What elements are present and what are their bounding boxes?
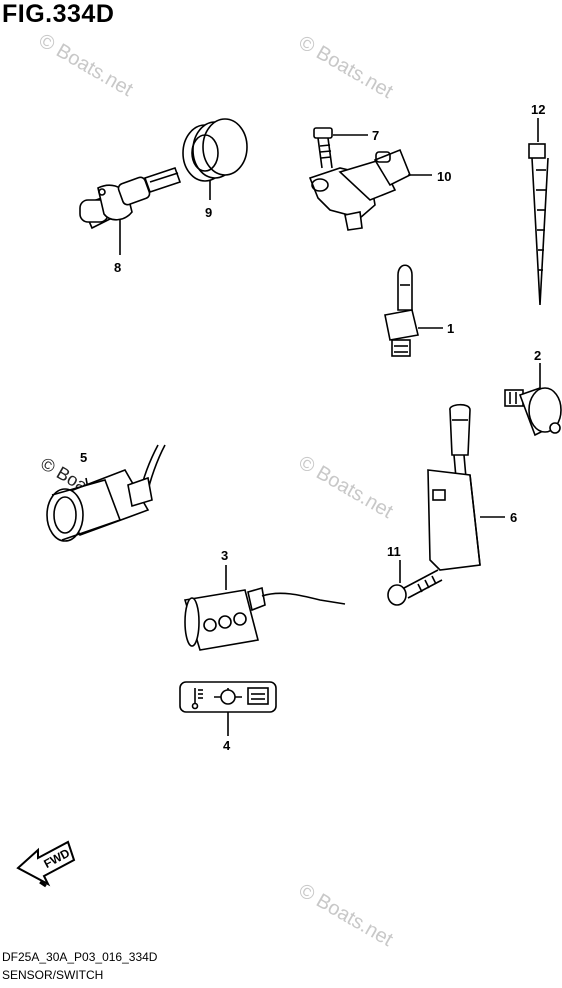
callout-9: 9 [205, 205, 212, 220]
callout-8: 8 [114, 260, 121, 275]
part-9-grommet [182, 118, 248, 200]
callout-10: 10 [437, 169, 451, 184]
part-12-cable-tie [528, 118, 549, 306]
part-11-bolt [387, 560, 443, 606]
callout-5: 5 [80, 450, 87, 465]
part-5-connector [46, 444, 166, 542]
part-7-bolt [313, 127, 368, 169]
callout-12: 12 [531, 102, 545, 117]
callout-1: 1 [447, 321, 454, 336]
callout-7: 7 [372, 128, 379, 143]
figure-subtitle: SENSOR/SWITCH [2, 968, 104, 982]
figure-title: FIG.334D [2, 0, 115, 28]
thermometer-icon [191, 688, 203, 710]
callout-11: 11 [387, 544, 401, 559]
part-1-temp-sensor [384, 264, 443, 357]
callout-6: 6 [510, 510, 517, 525]
part-6-switch-module [427, 403, 505, 571]
figure-code: DF25A_30A_P03_016_334D [2, 950, 158, 964]
part-3-indicator-housing [183, 565, 346, 651]
part-8-bulb-socket [79, 166, 182, 255]
callout-3: 3 [221, 548, 228, 563]
oil-can-icon [214, 688, 242, 705]
part-2-pressure-switch [504, 363, 562, 437]
part-4-indicator-label [179, 681, 277, 736]
part-10-map-sensor [308, 148, 432, 231]
engine-check-icon [247, 687, 269, 705]
callout-2: 2 [534, 348, 541, 363]
fwd-arrow: FWD [16, 840, 76, 888]
callout-4: 4 [223, 738, 231, 753]
